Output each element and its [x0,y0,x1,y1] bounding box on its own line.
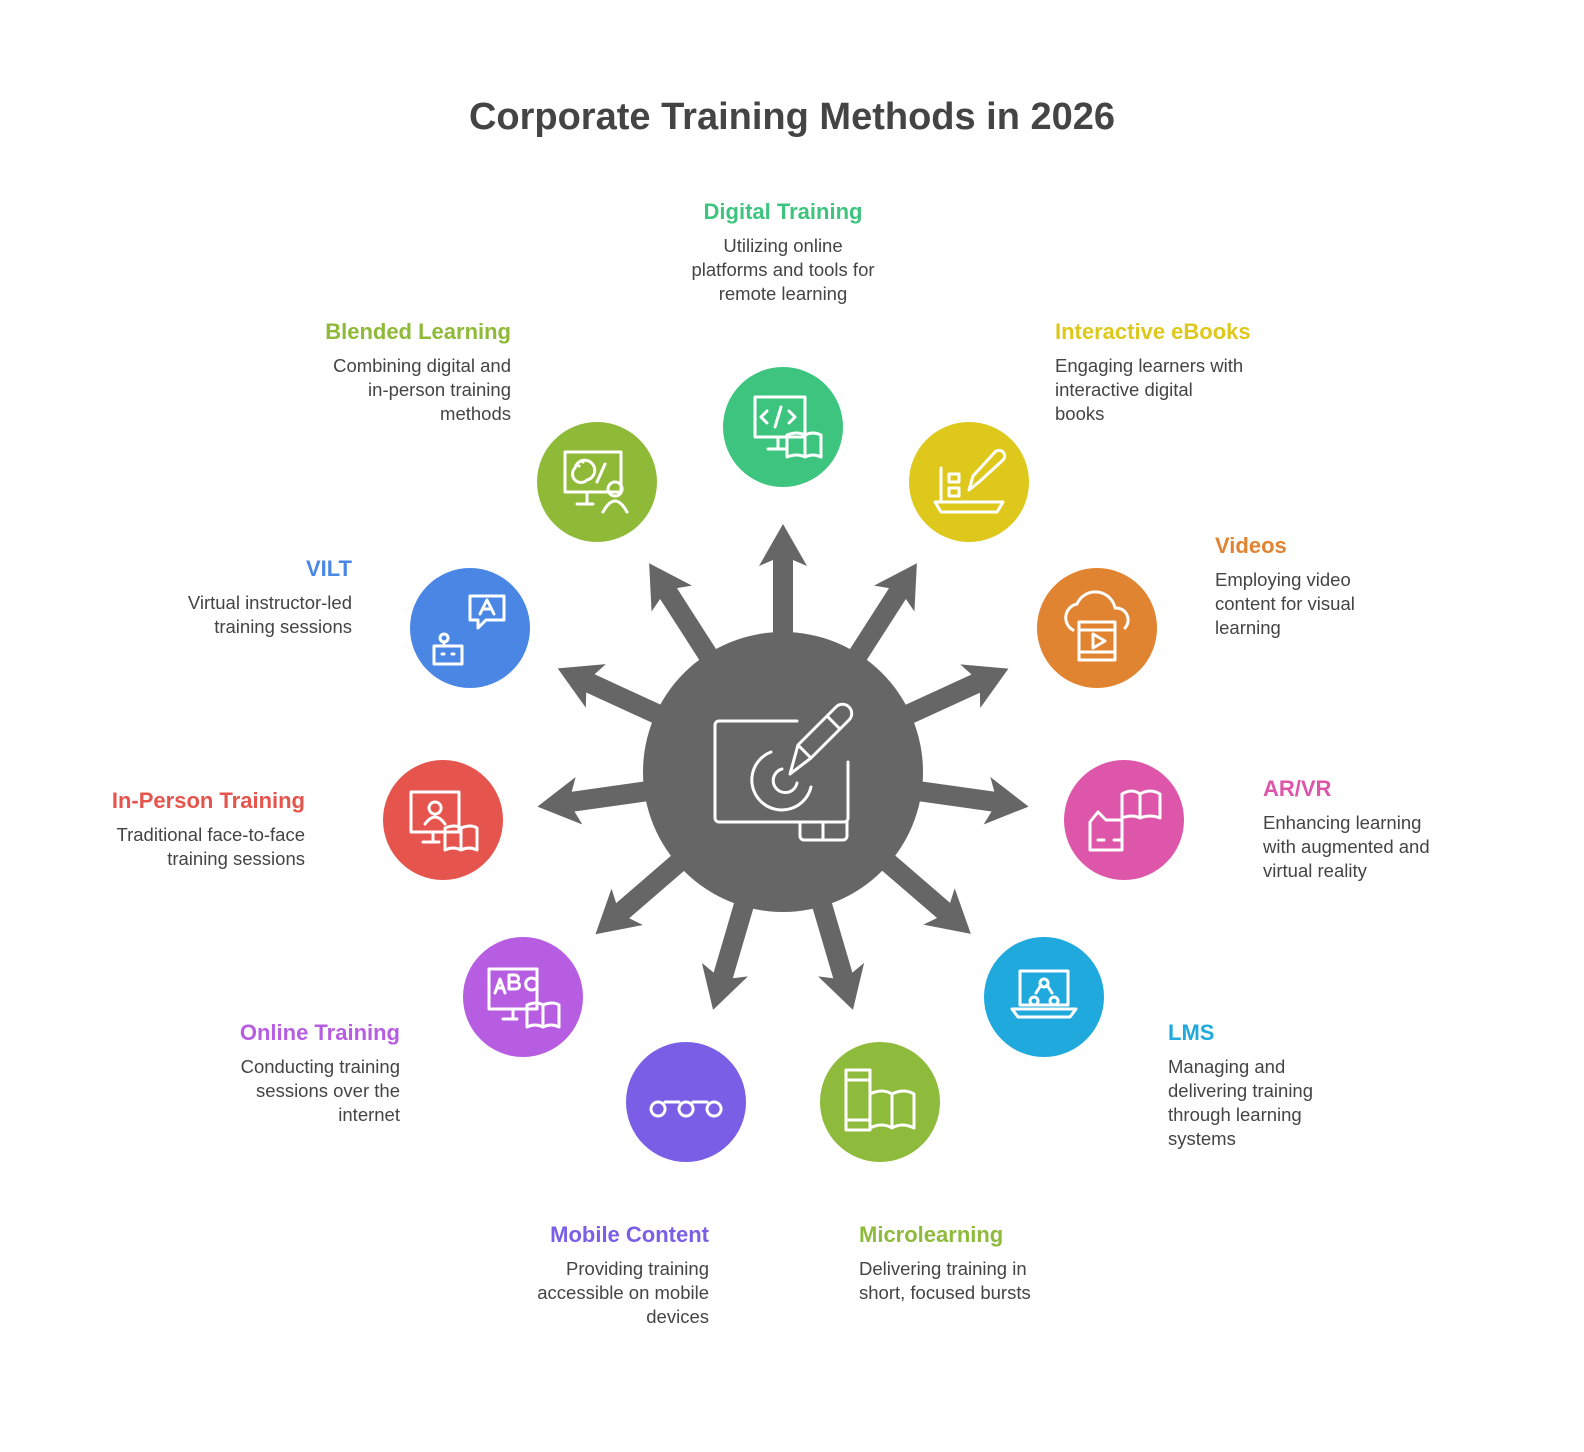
method-circle [984,937,1104,1057]
method-node-0 [723,367,843,487]
phone-book-icon [844,1068,916,1132]
description-line: Utilizing online [723,235,843,256]
description-line: remote learning [718,283,848,304]
description-line: Delivering training in [859,1258,1027,1279]
method-node-10 [537,422,657,542]
description-line: through learning [1168,1104,1302,1125]
method-title: Microlearning [859,1222,1004,1247]
description-line: platforms and tools for [691,259,875,280]
teacher-monitor-book-icon [409,790,479,852]
center-hub [643,632,923,912]
method-circle [410,568,530,688]
description-line: Providing training [566,1258,709,1279]
method-title: LMS [1168,1020,1215,1045]
description-line: Engaging learners with [1055,355,1244,376]
description-line: Combining digital and [333,355,511,376]
vr-headset-book-icon [1088,789,1162,852]
method-circle [1037,568,1157,688]
method-title: Interactive eBooks [1055,319,1251,344]
description-line: virtual reality [1263,860,1367,881]
method-description: Traditional face-to-face training session… [45,823,305,871]
method-description: Virtual instructor-led training sessions [92,591,352,639]
method-circle [463,937,583,1057]
method-title: Online Training [239,1020,400,1045]
description-line: devices [646,1306,709,1327]
method-circle [1064,760,1184,880]
description-line: short, focused bursts [859,1282,1031,1303]
method-circle [909,422,1029,542]
method-node-9 [410,568,530,688]
method-title: Blended Learning [325,319,511,344]
description-line: Conducting training [240,1056,400,1077]
method-label-4: LMS Managing and delivering training throug… [1168,1019,1428,1151]
description-line: accessible on mobile [537,1282,709,1303]
description-line: content for visual [1215,593,1355,614]
method-circle [820,1042,940,1162]
description-line: Employing video [1215,569,1351,590]
cloud-video-icon [1064,590,1130,662]
abc-monitor-book-icon [487,967,561,1029]
description-line: systems [1168,1128,1236,1149]
method-node-2 [1037,568,1157,688]
drawing-tablet-icon [713,702,854,842]
description-line: internet [338,1104,400,1125]
description-line: sessions over the [256,1080,400,1101]
robot-chat-icon [432,594,506,666]
method-description: Employing video content for visual learnin… [1215,568,1475,640]
method-node-3 [1064,760,1184,880]
method-description: Engaging learners with interactive digita… [1055,354,1315,426]
description-line: in-person training [368,379,511,400]
description-line: training sessions [214,616,352,637]
method-node-8 [383,760,503,880]
description-line: delivering training [1168,1080,1314,1101]
method-description: Enhancing learning with augmented and virt… [1263,811,1523,883]
method-label-3: AR/VR Enhancing learning with augmented an… [1263,775,1523,883]
method-node-4 [984,937,1104,1057]
method-title: Videos [1215,533,1287,558]
method-title: Mobile Content [550,1222,709,1247]
diagram-title: Corporate Training Methods in 2026 [468,96,1116,138]
method-description: Delivering training in short, focused bur… [859,1257,1119,1305]
description-line: Enhancing learning [1263,812,1422,833]
method-description: Managing and delivering training through l… [1168,1055,1428,1151]
method-title: AR/VR [1263,776,1332,801]
description-line: books [1055,403,1105,424]
method-label-9: VILT Virtual instructor-led training sessi… [92,555,352,639]
laptop-network-icon [1010,969,1078,1019]
method-title: VILT [305,556,352,581]
method-node-5 [820,1042,940,1162]
description-line: Managing and [1168,1056,1286,1077]
method-title: Digital Training [703,199,863,224]
method-description: Conducting training sessions over the inte… [140,1055,400,1127]
connected-nodes-icon [649,1100,723,1118]
description-line: learning [1215,617,1281,638]
method-description: Utilizing online platforms and tools for r… [653,234,913,306]
laptop-pencil-icon [933,448,1007,514]
description-line: Virtual instructor-led [187,592,352,613]
method-circle [723,367,843,487]
method-description: Combining digital and in-person training m… [251,354,511,426]
code-monitor-book-icon [753,395,823,459]
method-description: Providing training accessible on mobile de… [449,1257,709,1329]
description-line: with augmented and [1263,836,1430,857]
description-line: interactive digital [1055,379,1193,400]
method-node-7 [463,937,583,1057]
method-title: In-Person Training [111,788,305,813]
description-line: training sessions [167,848,305,869]
palette-monitor-person-icon [563,450,629,514]
method-node-6 [626,1042,746,1162]
description-line: Traditional face-to-face [116,824,305,845]
description-line: methods [440,403,511,424]
method-node-1 [909,422,1029,542]
